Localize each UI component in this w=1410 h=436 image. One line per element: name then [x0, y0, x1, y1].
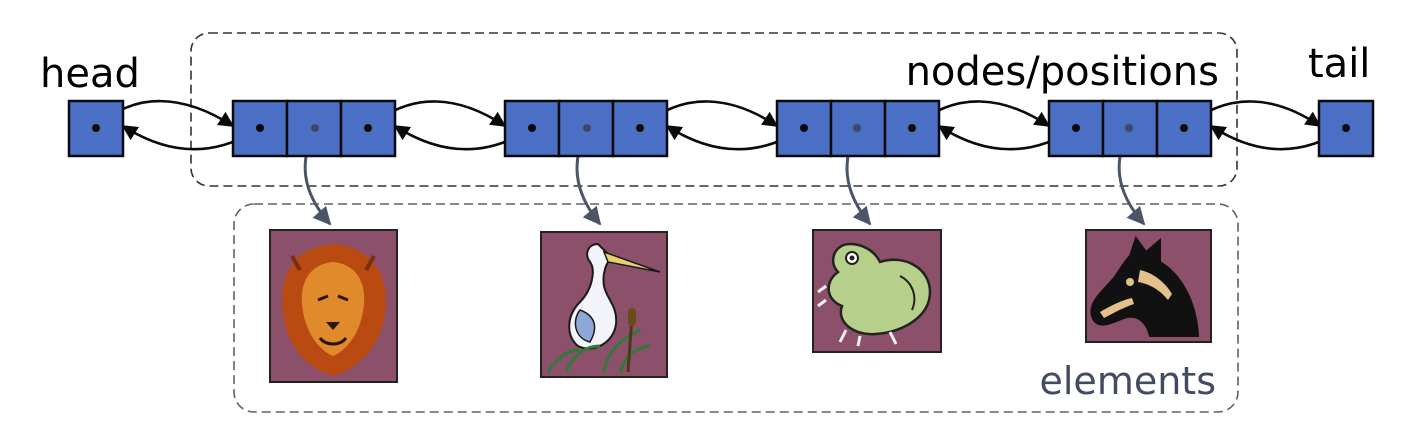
element-horse [1085, 229, 1212, 343]
nodes-frame [190, 32, 1238, 187]
lion-icon [282, 244, 386, 376]
tail-label: tail [1308, 41, 1371, 87]
elements-frame [233, 203, 1239, 413]
nodes-positions-label: nodes/positions [905, 49, 1219, 95]
heron-icon [546, 242, 661, 373]
horse-icon [1090, 235, 1200, 337]
element-lion [269, 229, 398, 383]
node-4 [1047, 99, 1213, 158]
element-heron [540, 231, 668, 378]
head-label: head [40, 51, 140, 97]
node-3 [775, 99, 941, 158]
node-1 [231, 99, 397, 158]
element-frog [812, 229, 942, 353]
sentinel-tail [1317, 99, 1375, 158]
frog-icon [817, 242, 932, 347]
elements-label: elements [1039, 359, 1217, 403]
sentinel-head [67, 99, 125, 158]
node-2 [503, 99, 669, 158]
